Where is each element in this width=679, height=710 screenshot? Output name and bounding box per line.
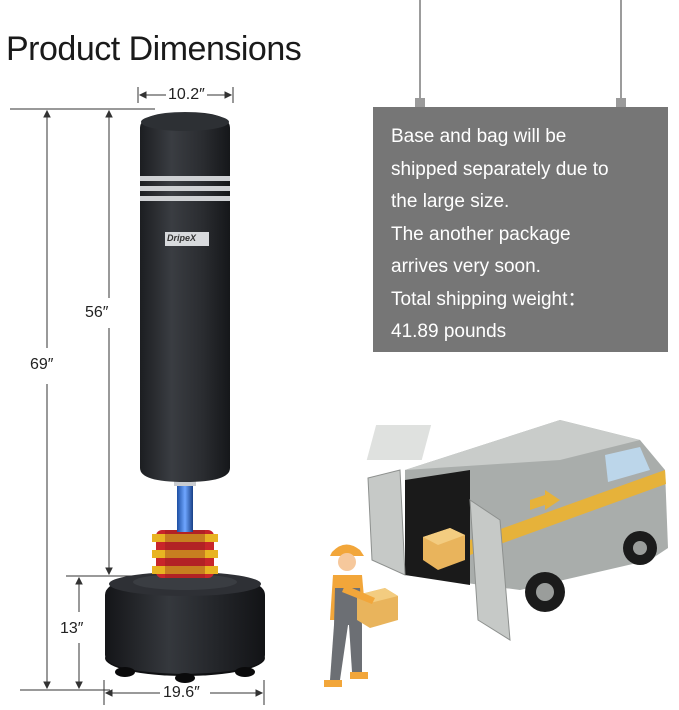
shipping-info-sign: Base and bag will be shipped separately … [373, 107, 668, 352]
sign-line: arrives very soon. [391, 256, 541, 277]
sign-line: The another package [391, 223, 571, 245]
bag-height-label: 56″ [85, 304, 109, 321]
page-title: Product Dimensions [6, 30, 302, 68]
sign-line: 41.89 pounds [391, 321, 507, 342]
delivery-worker [324, 544, 398, 687]
total-height-label: 69″ [30, 356, 54, 373]
top-width-label: 10.2″ [168, 86, 205, 103]
sign-line: the large size. [391, 191, 510, 212]
sign-wires [415, 0, 626, 107]
brand-logo: DripeX [167, 233, 197, 243]
delivery-van [366, 420, 668, 641]
base-height-label: 13″ [60, 620, 84, 637]
sign-line: Base and bag will be [391, 126, 567, 147]
base-width-label: 19.6″ [163, 684, 200, 701]
sign-line: Total shipping weight： [391, 288, 587, 310]
sign-line: shipped separately due to [391, 158, 609, 180]
punching-bag [105, 112, 265, 683]
